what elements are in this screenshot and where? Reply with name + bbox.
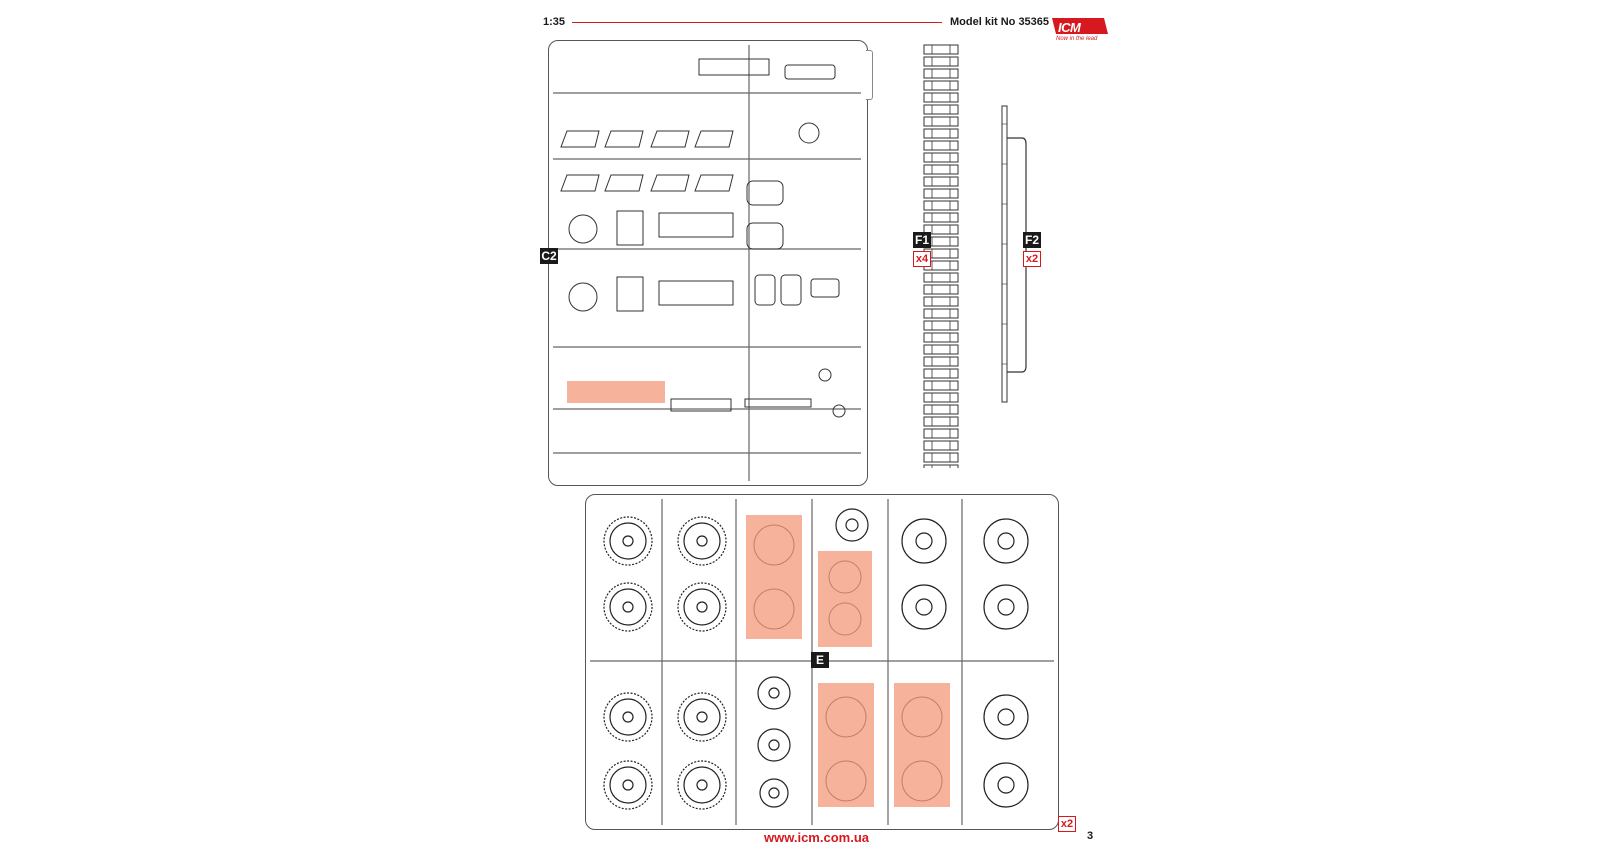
- logo-brand: ICM: [1058, 20, 1081, 35]
- header-rule: [572, 22, 942, 23]
- sprue-e-parts: [590, 499, 1054, 825]
- scale-label: 1:35: [543, 16, 566, 28]
- sprue-c2-tab: [866, 50, 873, 100]
- sprue-f2-multiplier: x2: [1023, 251, 1041, 267]
- sprue-f1-multiplier: x4: [913, 251, 931, 267]
- footer-url: www.icm.com.ua: [764, 830, 869, 845]
- sprue-e-multiplier: x2: [1058, 816, 1076, 832]
- sprue-f2-label: F2: [1023, 232, 1041, 248]
- icm-logo: ICM Now in the lead: [1048, 14, 1110, 48]
- page-number: 3: [1087, 830, 1094, 842]
- sprue-c2-label: C2: [540, 248, 558, 264]
- logo-tagline: Now in the lead: [1056, 36, 1098, 42]
- sprue-c2-parts: [553, 45, 861, 481]
- sprue-e-label: E: [811, 652, 829, 668]
- kit-number: Model kit No 35365: [950, 16, 1050, 28]
- sprue-f1-label: F1: [913, 232, 931, 248]
- logo-shape-icon: [1052, 18, 1108, 34]
- sprue-c2-frame: [548, 40, 868, 486]
